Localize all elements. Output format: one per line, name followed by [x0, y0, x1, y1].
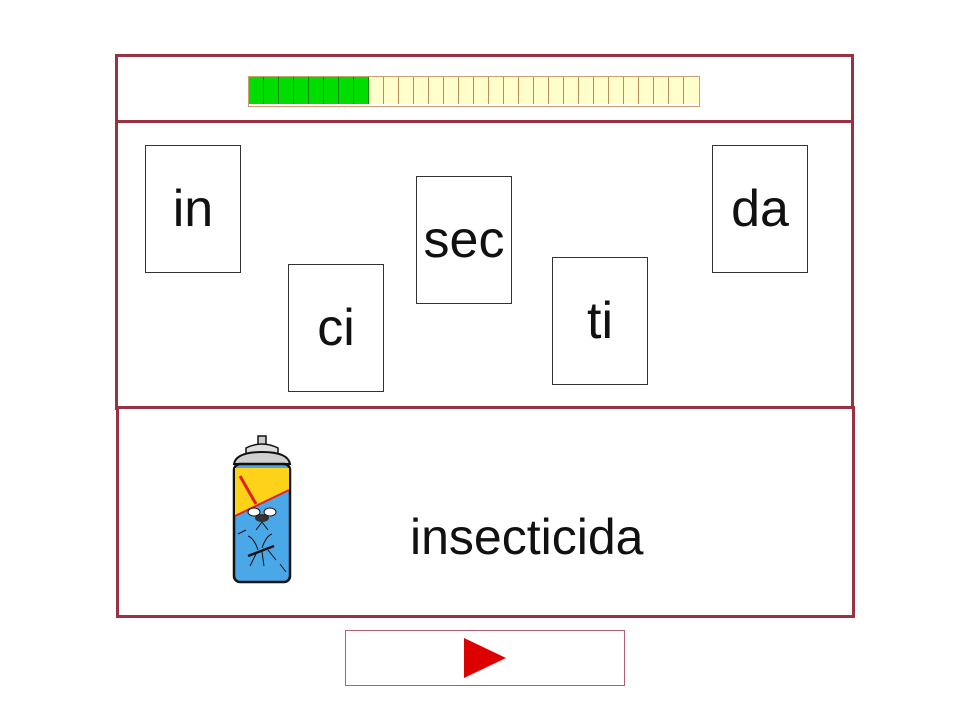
syllable-tile[interactable]: sec	[416, 176, 512, 304]
progress-segment-pending	[369, 77, 384, 104]
progress-segment-complete	[324, 77, 339, 104]
progress-segment-pending	[384, 77, 399, 104]
progress-segment-pending	[414, 77, 429, 104]
syllable-tile[interactable]: in	[145, 145, 241, 273]
answer-word: insecticida	[410, 509, 644, 565]
progress-bar	[248, 76, 700, 107]
progress-segment-pending	[684, 77, 699, 104]
progress-segment-pending	[669, 77, 684, 104]
progress-segment-pending	[489, 77, 504, 104]
progress-segment-pending	[579, 77, 594, 104]
progress-segment-pending	[429, 77, 444, 104]
progress-segment-pending	[654, 77, 669, 104]
progress-segment-pending	[564, 77, 579, 104]
play-arrow-icon	[464, 638, 506, 678]
syllable-tile[interactable]: ti	[552, 257, 648, 385]
progress-segment-complete	[309, 77, 324, 104]
progress-segment-pending	[639, 77, 654, 104]
progress-segment-pending	[444, 77, 459, 104]
progress-segment-pending	[474, 77, 489, 104]
progress-segment-complete	[249, 77, 264, 104]
syllable-tile[interactable]: ci	[288, 264, 384, 392]
progress-segment-pending	[399, 77, 414, 104]
progress-segment-pending	[459, 77, 474, 104]
next-button[interactable]	[345, 630, 625, 686]
progress-segment-pending	[519, 77, 534, 104]
progress-segment-pending	[609, 77, 624, 104]
progress-segment-complete	[294, 77, 309, 104]
progress-segment-complete	[279, 77, 294, 104]
progress-segment-pending	[534, 77, 549, 104]
insecticide-spray-icon	[232, 435, 292, 584]
progress-segment-pending	[504, 77, 519, 104]
progress-segment-pending	[549, 77, 564, 104]
progress-segment-pending	[624, 77, 639, 104]
syllable-tile[interactable]: da	[712, 145, 808, 273]
progress-segment-pending	[594, 77, 609, 104]
progress-segment-complete	[264, 77, 279, 104]
progress-segment-complete	[339, 77, 354, 104]
progress-segment-complete	[354, 77, 369, 104]
